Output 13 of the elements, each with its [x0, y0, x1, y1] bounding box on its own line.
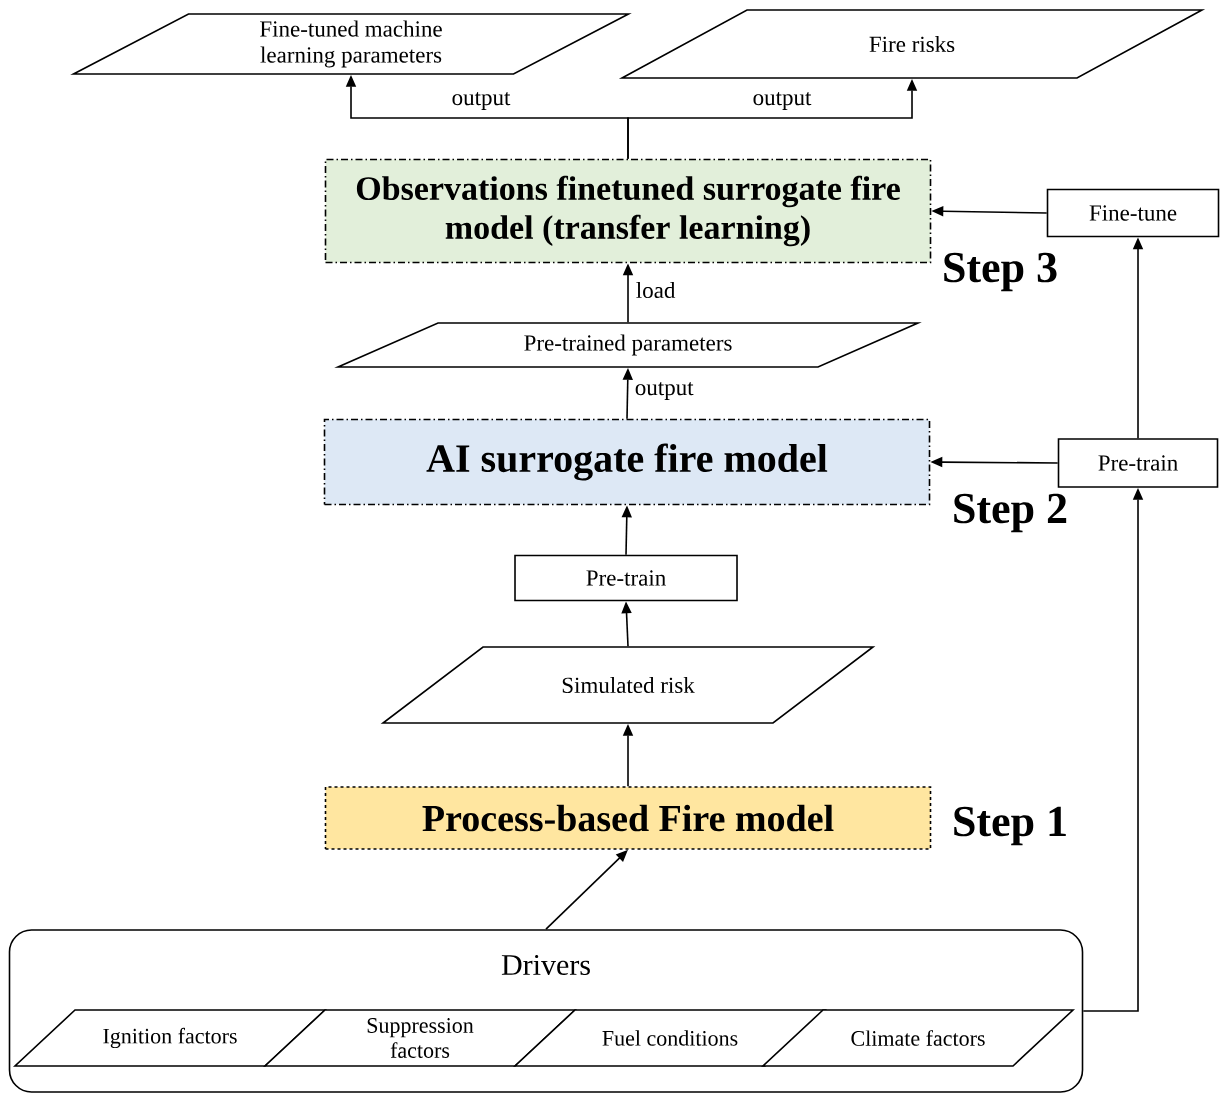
edge-label: load [634, 280, 677, 300]
process-box: AI surrogate fire model [323, 418, 931, 506]
step-label: Step 1 [954, 806, 1066, 846]
process-box: Pre-train [514, 554, 738, 602]
process-box: Observations finetuned surrogate fire model (transfer learning) [324, 158, 932, 264]
process-box: Fine-tune [1046, 188, 1220, 238]
step-label: Step 3 [944, 252, 1057, 292]
edge-label: output [751, 91, 813, 111]
step-label: Step 2 [954, 493, 1067, 533]
process-box: Process-based Fire model [324, 786, 932, 850]
edge-label: output [450, 91, 512, 111]
process-box: Pre-train [1057, 438, 1219, 488]
edge-label: output [633, 381, 695, 401]
